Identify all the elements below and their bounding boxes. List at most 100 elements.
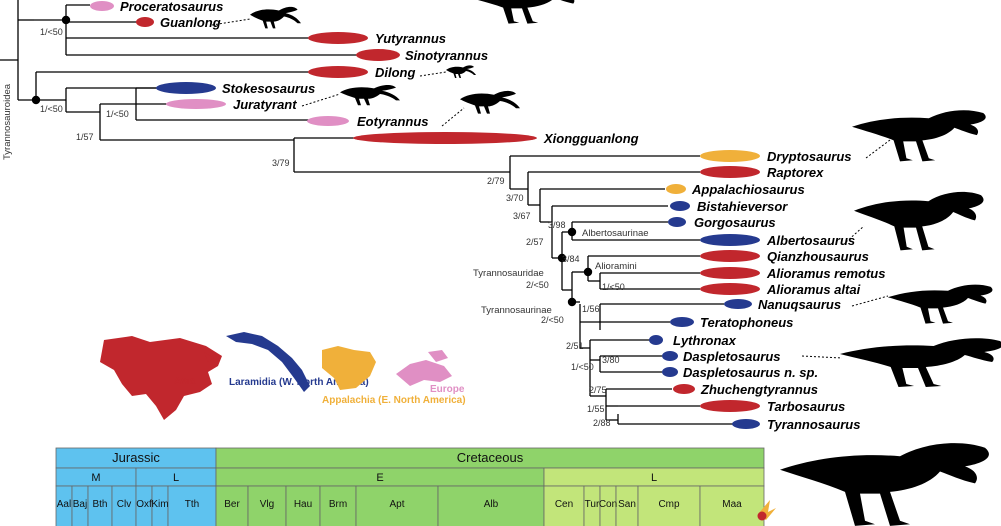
taxon-labels: Proceratosaurus Guanlong Yutyrannus Sino… [120, 0, 885, 432]
dryptosaurus-silhouette-icon [852, 110, 986, 162]
asia-landmass [100, 336, 222, 420]
support-value: 3/67 [513, 211, 531, 221]
range-bar-eotyrannus [307, 116, 349, 126]
geologic-timescale: Jurassic Cretaceous M L E L [55, 447, 776, 526]
range-bar-guanlong [136, 17, 154, 27]
support-values: 1/<50 1/<50 1/<50 1/57 3/79 2/79 3/70 3/… [40, 27, 625, 428]
stage-label: Maa [722, 499, 742, 510]
yutyrannus-silhouette-icon [468, 0, 581, 24]
stage-label: Hau [294, 499, 312, 510]
dilong-silhouette-icon [446, 65, 476, 78]
epoch-label: L [173, 472, 179, 484]
albertosaurus-silhouette-icon [854, 191, 984, 251]
range-bar-daspletosaurus-n-sp [662, 367, 678, 377]
support-value: 2/<50 [526, 280, 549, 290]
appalachia-map-label: Appalachia (E. North America) [322, 395, 466, 406]
stage-label: Kim [151, 499, 168, 510]
range-bar-bistahieversor [670, 201, 690, 211]
range-bar-tyrannosaurus [732, 419, 760, 429]
asia-map-label: Asia [174, 376, 196, 387]
phylogeny-tree [0, 0, 734, 425]
support-value: 1/56 [582, 304, 600, 314]
stage-label: Clv [117, 499, 131, 510]
stage-cell [355, 485, 439, 526]
range-bar-appalachiosaurus [666, 184, 686, 194]
taxon-label: Alioramus altai [766, 282, 861, 297]
taxon-label: Juratyrant [233, 97, 297, 112]
stage-label: Aal [57, 499, 71, 510]
taxon-label: Stokesosaurus [222, 81, 315, 96]
stage-label: Brm [329, 499, 347, 510]
europe-map-label: Europe [430, 384, 465, 395]
paleogeography-map: Asia Laramidia (W. North America) Appala… [100, 332, 466, 420]
taxon-label: Nanuqsaurus [758, 297, 841, 312]
stage-label: Cmp [658, 499, 680, 510]
stage-label: San [618, 499, 636, 510]
asia-island [204, 352, 214, 362]
taxon-label: Eotyrannus [357, 114, 429, 129]
support-value: 1/<50 [602, 282, 625, 292]
range-bar-tarbosaurus [700, 400, 760, 412]
range-bar-albertosaurus [700, 234, 760, 246]
laramidia-landmass [226, 332, 310, 392]
support-value: 3/70 [506, 193, 524, 203]
taxon-label: Dryptosaurus [767, 149, 852, 164]
epoch-label: E [376, 472, 383, 484]
range-bars [90, 1, 760, 429]
eotyrannus-silhouette-icon [460, 90, 520, 114]
tyrannosauridae-node-dot [557, 253, 567, 263]
range-bar-gorgosaurus [668, 217, 686, 227]
support-value: 2/51 [566, 341, 584, 351]
proceratosauridae-node-dot [61, 15, 71, 25]
stage-label: Ber [224, 499, 240, 510]
tyrannosaurus-silhouette-icon [780, 443, 989, 526]
stage-cell [319, 485, 357, 526]
range-bar-dilong [308, 66, 368, 78]
clade-node-dots [31, 15, 593, 307]
albertosaurinae-label: Albertosaurinae [582, 228, 649, 239]
range-bar-juratyrant [166, 99, 226, 109]
stage-cell [285, 485, 321, 526]
support-value: 3/84 [562, 254, 580, 264]
stage-cell [437, 485, 545, 526]
stage-cell [215, 485, 249, 526]
range-bar-xiongguanlong [353, 132, 537, 144]
support-value: 2/57 [526, 237, 544, 247]
jurassic-label: Jurassic [112, 450, 160, 465]
range-bar-teratophoneus [670, 317, 694, 327]
alioramini-node-dot [583, 267, 593, 277]
tyrannosauroid-base-node-dot [31, 95, 41, 105]
taxon-label: Tarbosaurus [767, 399, 845, 414]
stage-cell [167, 485, 217, 526]
nanuqsaurus-silhouette-icon [888, 284, 993, 324]
support-value: 1/<50 [40, 104, 63, 114]
taxon-label: Alioramus remotus [766, 266, 885, 281]
support-value: 2/88 [593, 418, 611, 428]
range-bar-alioramus-altai [700, 283, 760, 295]
range-bar-lythronax [649, 335, 663, 345]
stage-cell [111, 485, 137, 526]
taxon-label: Qianzhousaurus [767, 249, 869, 264]
stage-label: Baj [73, 499, 87, 510]
guanlong-silhouette-icon [250, 6, 301, 29]
silhouette-leaders [211, 18, 891, 359]
range-bar-qianzhousaurus [700, 250, 760, 262]
daspletosaurus-silhouette-icon [840, 338, 1001, 387]
range-bar-dryptosaurus [700, 150, 760, 162]
stage-label: Tth [185, 499, 199, 510]
taxon-label: Sinotyrannus [405, 48, 488, 63]
range-bar-alioramus-remotus [700, 267, 760, 279]
epoch-label: M [91, 472, 100, 484]
laramidia-map-label: Laramidia (W. North America) [229, 377, 369, 388]
support-value: 1/57 [76, 132, 94, 142]
clade-labels: Tyrannosauroidea Albertosaurinae Alioram… [2, 83, 649, 316]
range-bar-nanuqsaurus [724, 299, 752, 309]
support-value: 2/75 [589, 385, 607, 395]
stage-label: Vlg [260, 499, 274, 510]
taxon-label: Daspletosaurus n. sp. [683, 365, 818, 380]
appalachia-landmass [322, 346, 376, 390]
taxon-label: Bistahieversor [697, 199, 788, 214]
taxon-label: Lythronax [673, 333, 737, 348]
range-bar-yutyrannus [308, 32, 368, 44]
stage-label: Apt [389, 499, 404, 510]
